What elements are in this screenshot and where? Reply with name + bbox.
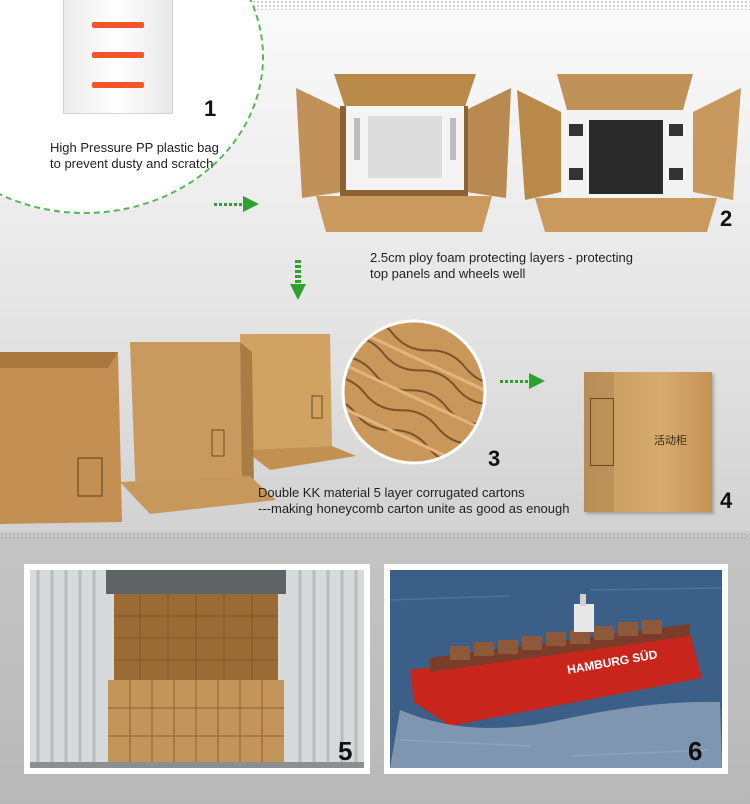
- arrow-right-icon: [214, 196, 259, 212]
- sealed-carton: 活动柜: [584, 372, 712, 512]
- arrow-down-icon: [290, 260, 306, 300]
- drawer-handle: [92, 52, 144, 58]
- step1-number: 1: [204, 96, 217, 121]
- drawer-handle: [92, 82, 144, 88]
- drawer-handle: [92, 22, 144, 28]
- step5-number: 5: [338, 736, 353, 766]
- step2-number: 2: [720, 206, 733, 231]
- corrugated-cardboard-closeup: [341, 319, 487, 465]
- carton-side-shade: [584, 372, 614, 512]
- open-box-foam-top: [296, 74, 511, 232]
- cargo-ship-photo: HAMBURG SÜD 6: [384, 564, 728, 774]
- carton-label: 活动柜: [654, 435, 687, 447]
- step3-caption-line1: Double KK material 5 layer corrugated ca…: [258, 485, 525, 500]
- step1-caption-line1: High Pressure PP plastic bag: [50, 140, 219, 155]
- step4-number: 4: [720, 488, 733, 513]
- cabinet-in-plastic-bag: [63, 0, 173, 114]
- section-dotted-divider: [0, 532, 750, 540]
- step2-caption: 2.5cm ploy foam protecting layers - prot…: [370, 250, 633, 282]
- step2-caption-line2: top panels and wheels well: [370, 266, 526, 281]
- arrow-right-icon: [500, 373, 545, 389]
- step6-number: 6: [688, 736, 703, 766]
- top-dotted-border: [0, 0, 750, 10]
- step2-caption-line1: 2.5cm ploy foam protecting layers - prot…: [370, 250, 634, 265]
- open-box-foam-wheels: [517, 74, 741, 232]
- step1-caption-line2: to prevent dusty and scratch: [50, 156, 214, 171]
- empty-cartons: [0, 334, 356, 524]
- step3-caption-line2: ---making honeycomb carton unite as good…: [258, 501, 570, 516]
- step3-number: 3: [488, 446, 501, 471]
- step1-caption: High Pressure PP plastic bag to prevent …: [50, 140, 219, 172]
- step3-caption: Double KK material 5 layer corrugated ca…: [258, 485, 569, 517]
- cargo-ship-scene: HAMBURG SÜD: [390, 570, 722, 768]
- carton-print-box: [590, 398, 614, 466]
- container-interior: [30, 570, 364, 768]
- container-loading-photo: 5: [24, 564, 370, 774]
